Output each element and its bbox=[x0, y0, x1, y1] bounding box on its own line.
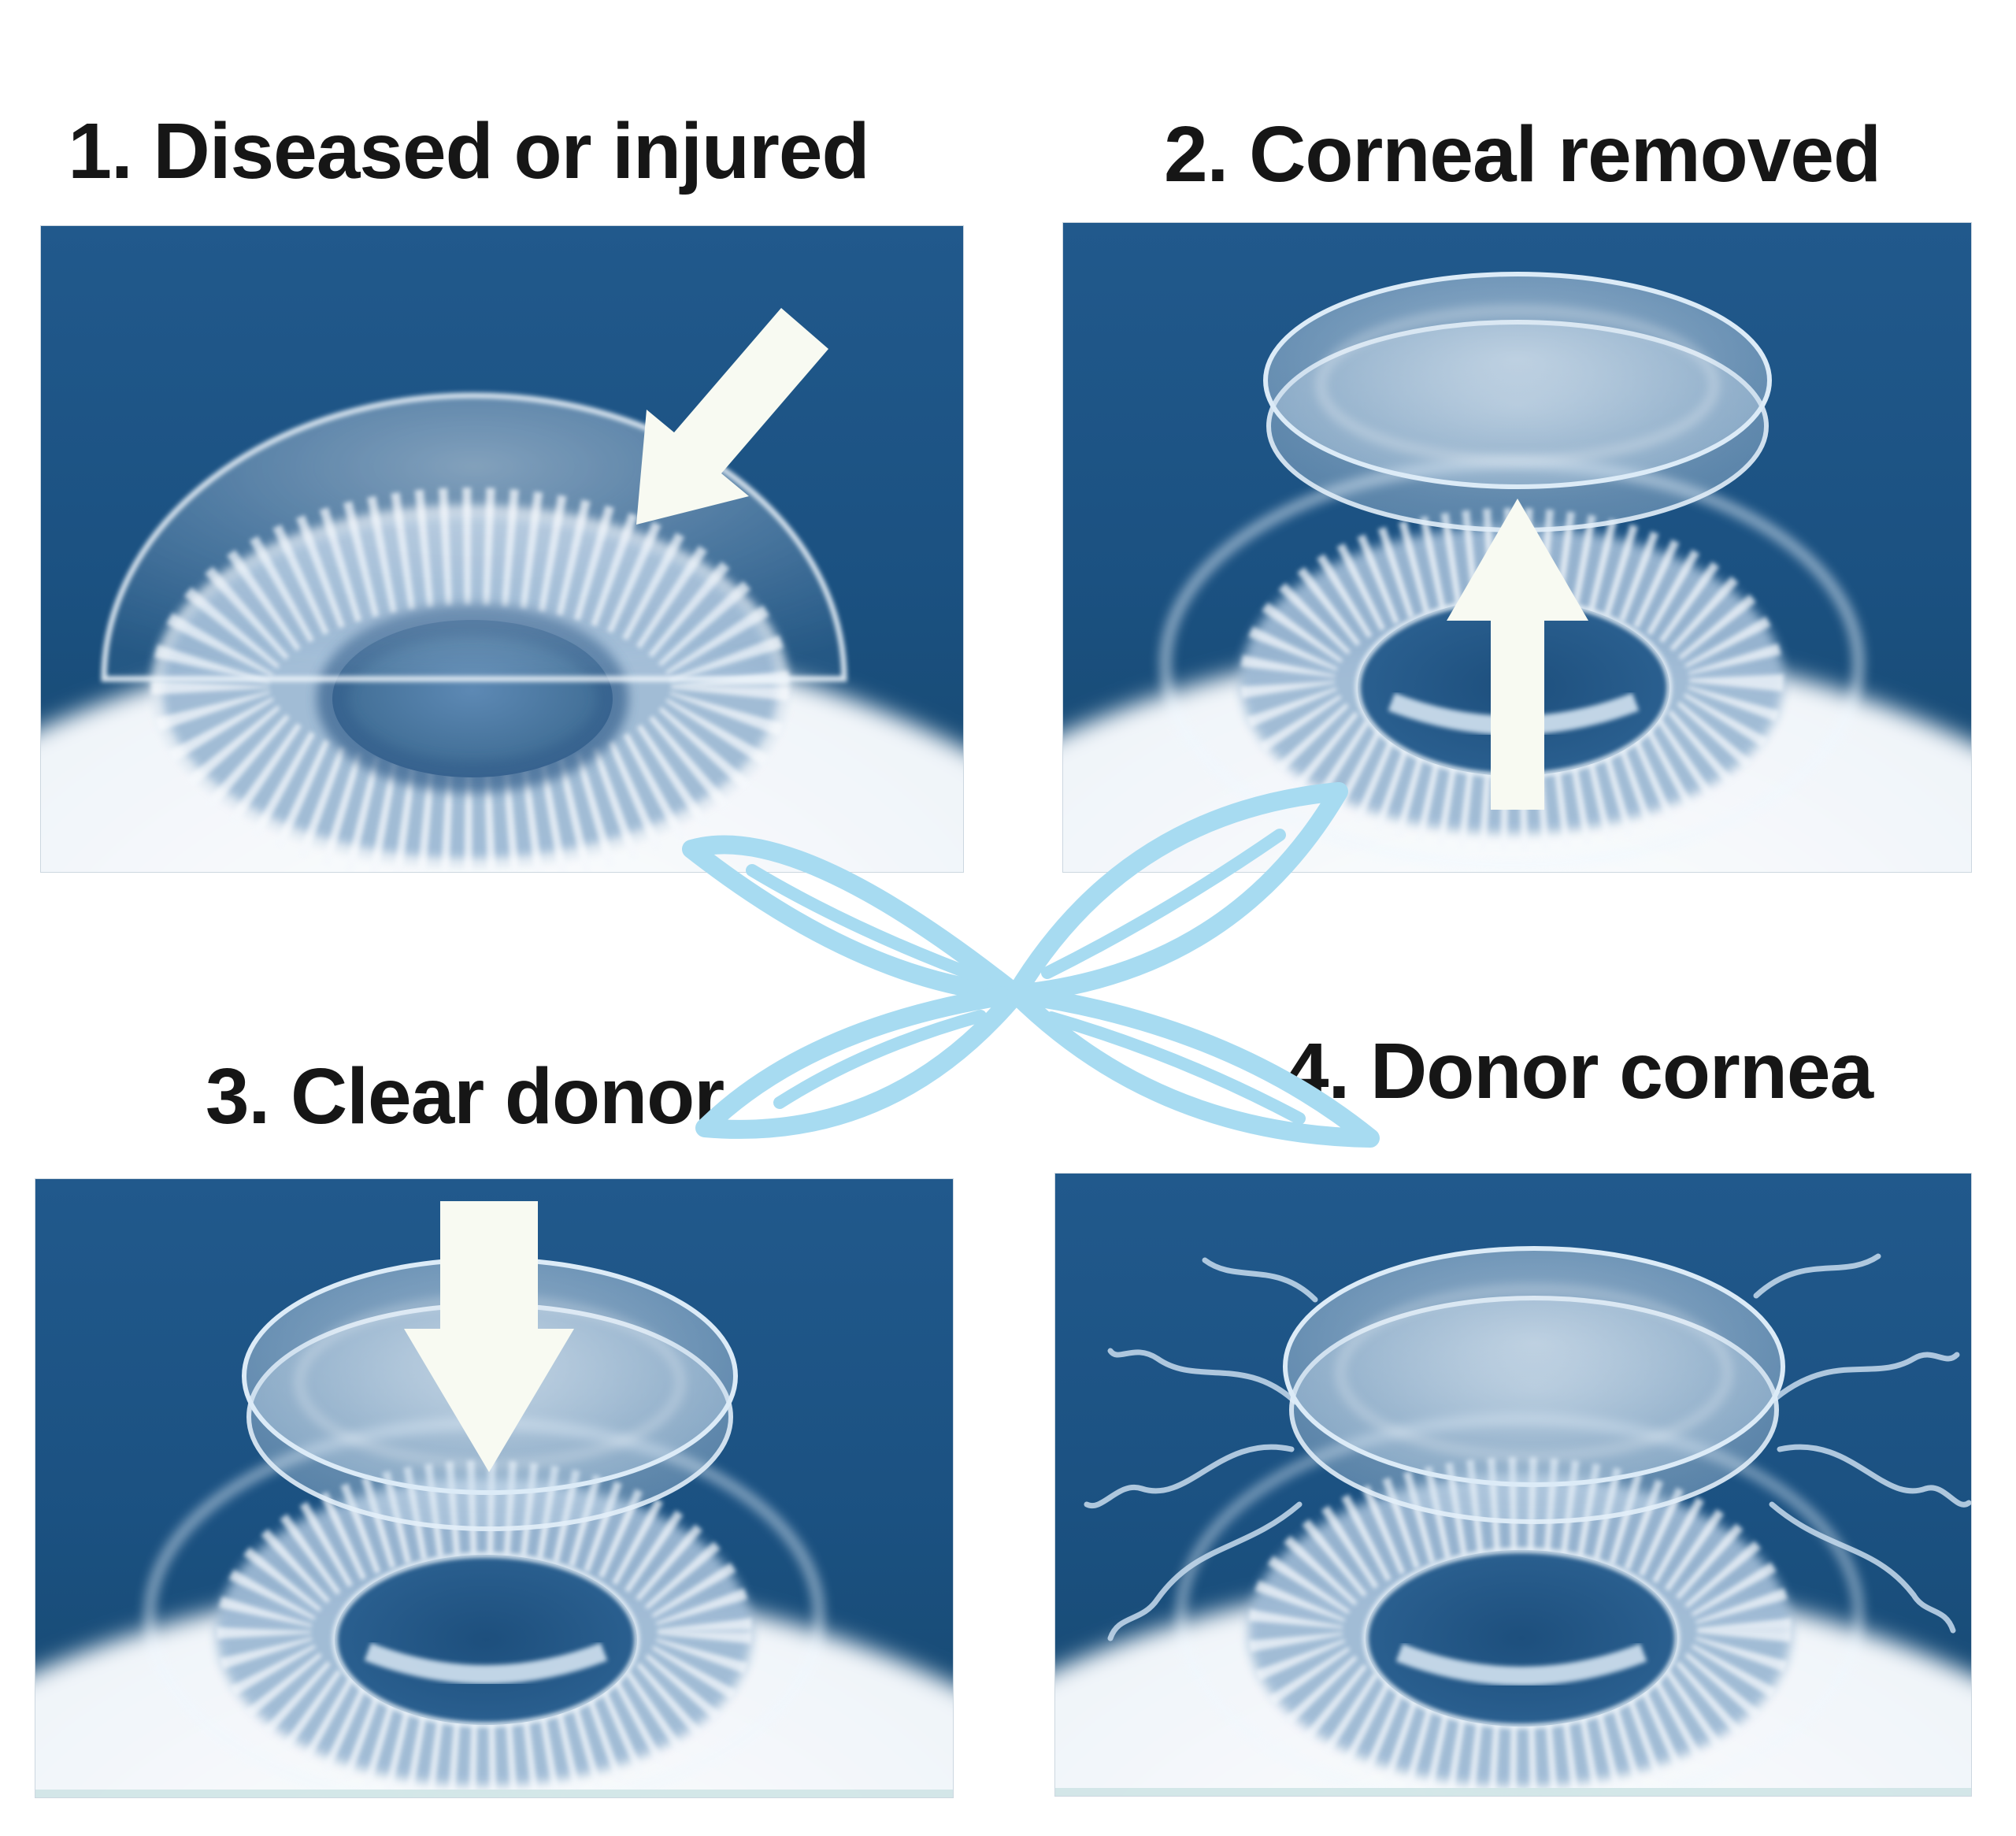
step-2-illustration-panel bbox=[1063, 223, 1971, 872]
butterfly-lower-left-wing bbox=[695, 985, 1025, 1139]
eye-cornea-removed-illustration bbox=[1063, 223, 1971, 872]
butterfly-logo-icon bbox=[682, 782, 1380, 1148]
step-1-title-line1: 1. Diseased or injured bbox=[68, 107, 869, 195]
arrow-down-icon bbox=[404, 1201, 574, 1472]
step-2-title: 2. Corneal removed bbox=[1069, 3, 1975, 306]
eye-diseased-cornea-illustration bbox=[41, 226, 963, 872]
panel-bottom-edge bbox=[35, 1790, 953, 1797]
opening-rim bbox=[1362, 1547, 1681, 1730]
iris-striations bbox=[217, 1460, 752, 1797]
butterfly-upper-left-wing bbox=[682, 835, 1025, 1003]
donor-cornea-placement-illustration bbox=[35, 1179, 953, 1797]
removed-cornea-disc bbox=[1263, 272, 1772, 532]
butterfly-lower-right-wing bbox=[1006, 985, 1380, 1148]
eye bbox=[1055, 1414, 1971, 1796]
step-4-illustration-panel bbox=[1055, 1174, 1971, 1796]
suture-threads bbox=[1084, 1253, 1971, 1641]
donor-cornea-disc bbox=[1283, 1246, 1785, 1524]
eye bbox=[35, 1418, 953, 1797]
panel-bottom-edge bbox=[1055, 1788, 1971, 1796]
step-3-title-line1: 3. Clear donor bbox=[205, 1052, 724, 1141]
arrow-down-left-icon bbox=[636, 308, 828, 525]
lens-sliver bbox=[1395, 1643, 1647, 1686]
step-3-title: 3. Clear donor bbox=[12, 945, 917, 1248]
pupil-opening bbox=[1366, 1550, 1677, 1727]
step-3-illustration-panel bbox=[35, 1179, 953, 1797]
iris-striations bbox=[1248, 1457, 1792, 1796]
lens-sliver bbox=[364, 1642, 608, 1684]
pupil-opening bbox=[335, 1555, 637, 1725]
butterfly-wing-veins bbox=[746, 829, 1306, 1125]
step-1-illustration-panel bbox=[41, 226, 963, 872]
step-2-title-line1: 2. Corneal removed bbox=[1163, 110, 1881, 198]
butterfly-upper-right-wing bbox=[1006, 782, 1348, 1003]
arrow-up-icon bbox=[1447, 499, 1588, 810]
step-4-title-line1: 4. Donor cornea bbox=[1284, 1027, 1873, 1115]
opening-rim bbox=[332, 1552, 640, 1728]
sutured-donor-cornea-illustration bbox=[1055, 1174, 1971, 1796]
